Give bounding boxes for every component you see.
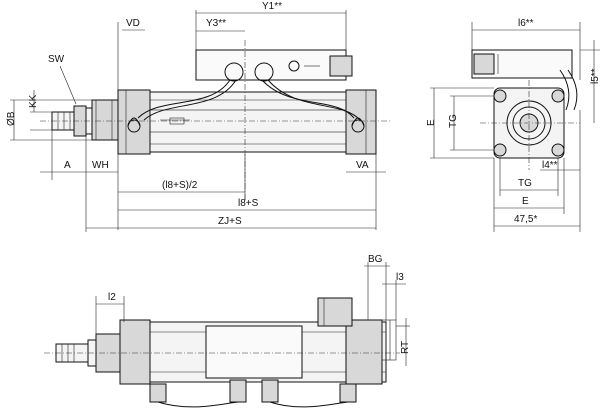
dim-bg: BG [368, 254, 383, 265]
dim-vd: VD [126, 18, 140, 29]
plan-valve [205, 325, 303, 379]
dim-l3: l3 [396, 272, 404, 283]
dim-kk: KK [28, 94, 39, 108]
dim-a: A [64, 160, 71, 171]
dim-e-bottom: E [522, 196, 529, 207]
dim-475: 47,5* [514, 214, 537, 225]
end-view: l6** l5** E TG l4** TG E 47,5* [426, 18, 600, 232]
dim-va: VA [356, 160, 369, 171]
valve-block [195, 49, 347, 81]
dim-ob: ØB [6, 111, 17, 126]
dim-zjs: ZJ+S [218, 216, 242, 227]
side-view: Y1** VD Y3** SW KK ØB A WH (l8+S)/2 [6, 1, 390, 232]
plan-view: l2 BG l3 RT [44, 254, 411, 408]
valve-port-2 [254, 62, 274, 82]
tube-rear [261, 79, 355, 119]
dim-l2: l2 [108, 292, 116, 303]
dim-tg-side: TG [448, 114, 459, 128]
plan-connector [317, 297, 353, 327]
tube-front [137, 79, 231, 119]
dim-l5: l5** [590, 68, 600, 84]
dim-y3: Y3** [206, 18, 226, 29]
front-end-cap [117, 89, 151, 155]
valve-port-1 [224, 62, 244, 82]
dim-l8s2: (l8+S)/2 [162, 180, 198, 191]
dim-y1: Y1** [262, 1, 282, 12]
dim-sw: SW [48, 54, 65, 65]
dim-e-side: E [426, 119, 437, 126]
dim-l8s: l8+S [238, 198, 259, 209]
dim-l6: l6** [518, 18, 534, 29]
dim-wh: WH [92, 160, 109, 171]
rear-end-cap [345, 89, 377, 155]
dim-l4: l4** [542, 160, 558, 171]
cylinder-barrel [121, 91, 375, 153]
dim-tg-bottom: TG [518, 178, 532, 189]
dim-rt: RT [400, 341, 411, 354]
